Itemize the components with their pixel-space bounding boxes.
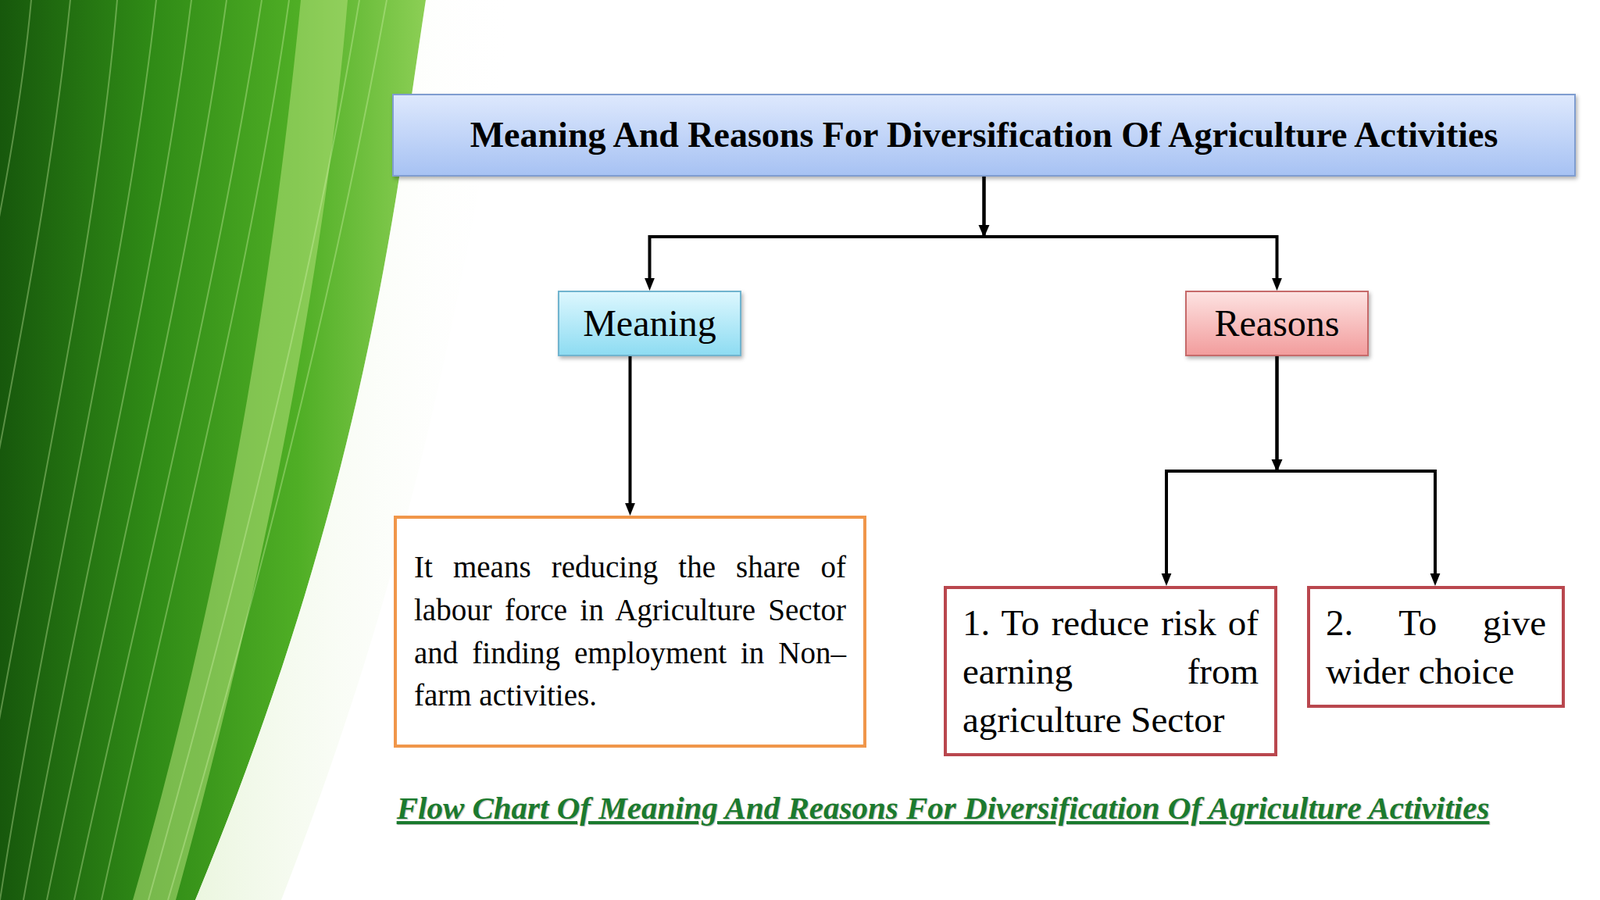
junction-arrowhead	[978, 225, 990, 238]
reasons-box: Reasons	[1185, 290, 1369, 357]
meaning-box: Meaning	[557, 290, 742, 357]
connector-arrow	[1166, 356, 1278, 574]
leaf-vein	[0, 0, 32, 547]
node-text: Meaning And Reasons For Diversification …	[412, 113, 1556, 157]
leaf-veins	[0, 0, 387, 900]
leaf-vein	[0, 0, 157, 900]
node-text: Reasons	[1200, 300, 1354, 347]
reason-box: 2. To give wider choice	[1307, 585, 1565, 708]
leaf-vein	[0, 0, 118, 900]
connector-arrow	[984, 176, 1278, 279]
reason-box: 1. To reduce risk of earning from agricu…	[943, 585, 1278, 757]
title-box: Meaning And Reasons For Diversification …	[392, 93, 1576, 177]
node-text: It means reducing the share of labour fo…	[414, 546, 847, 717]
leaf-vein	[46, 0, 227, 900]
connector-arrow	[628, 356, 633, 504]
node-text: 1. To reduce risk of earning from agricu…	[962, 598, 1259, 744]
leaf-vein	[0, 0, 71, 704]
leaf-vein	[148, 0, 360, 900]
leaf-vein	[167, 0, 387, 900]
junction-arrowhead	[1271, 459, 1283, 472]
node-text: Meaning	[573, 300, 726, 347]
node-text: 2. To give wider choice	[1325, 598, 1547, 696]
leaf-vein	[23, 0, 192, 900]
leaf-vein	[74, 0, 262, 900]
meaning-text-box: It means reducing the share of labour fo…	[393, 515, 867, 748]
connector-arrow	[1277, 356, 1436, 574]
connector-arrow	[650, 176, 985, 279]
leaf-vein	[101, 0, 290, 900]
caption: Flow Chart Of Meaning And Reasons For Di…	[396, 789, 1490, 828]
